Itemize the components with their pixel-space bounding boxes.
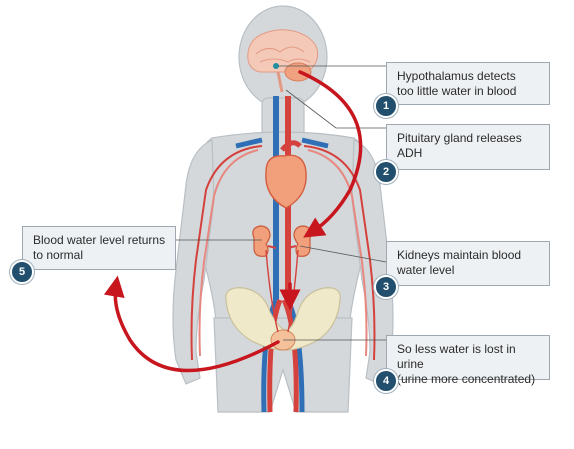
left-kidney bbox=[252, 225, 271, 257]
step-5-badge: 5 bbox=[10, 260, 34, 284]
heart bbox=[265, 140, 307, 209]
callout-step-4: So less water is lost in urine (urine mo… bbox=[386, 335, 550, 386]
cerebellum bbox=[284, 62, 312, 82]
brain-stem bbox=[276, 71, 284, 93]
arrow-pituitary-to-kidneys bbox=[298, 70, 363, 238]
step-1-badge: 1 bbox=[374, 94, 398, 118]
flow-arrows bbox=[103, 70, 363, 373]
callout-step-5: Blood water level returns to normal bbox=[22, 226, 176, 270]
callout-step-2: Pituitary gland releases ADH bbox=[386, 124, 550, 170]
brain bbox=[247, 29, 319, 93]
step-3-badge: 3 bbox=[374, 275, 398, 299]
right-kidney bbox=[293, 225, 312, 257]
step-4-badge: 4 bbox=[374, 369, 398, 393]
arm-vessels bbox=[190, 145, 376, 361]
connector-lines bbox=[176, 65, 387, 341]
step-2-badge: 2 bbox=[374, 160, 398, 184]
callout-step-3: Kidneys maintain blood water level bbox=[386, 241, 550, 286]
arrow-bladder-to-normal bbox=[103, 275, 280, 373]
callout-step-1: Hypothalamus detects too little water in… bbox=[386, 62, 550, 105]
hypothalamus-marker bbox=[273, 63, 279, 69]
